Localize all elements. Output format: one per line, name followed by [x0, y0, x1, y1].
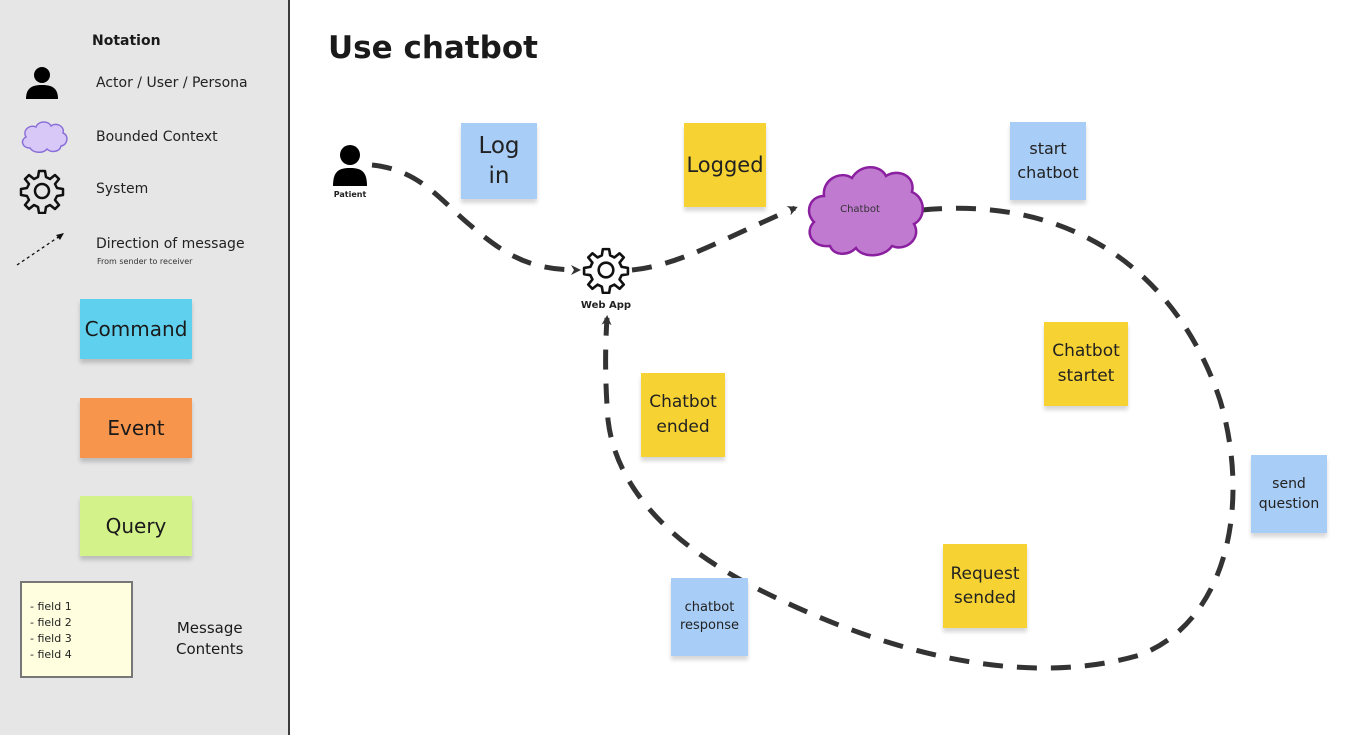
sticky-log-in-line1: Log: [478, 133, 520, 159]
sticky-send-question: send question: [1251, 455, 1327, 533]
bounded-context-icon: [21, 121, 68, 153]
legend-event-sticky: Event: [80, 398, 192, 458]
actor-icon: [26, 67, 58, 99]
sticky-send-question-line1: send: [1272, 476, 1306, 492]
arrow-webapp-to-chatbot: [631, 205, 798, 273]
web-app-gear-icon: [582, 247, 630, 294]
sticky-chatbot-startet-line2: startet: [1057, 366, 1115, 386]
message-field-2: - field 2: [30, 616, 72, 629]
message-field-1: - field 1: [30, 600, 72, 613]
message-contents-line1: Message: [176, 619, 243, 637]
direction-arrow-icon: [16, 233, 64, 266]
sticky-request-sended-line2: sended: [953, 588, 1017, 608]
legend-system-label: System: [96, 181, 149, 197]
sticky-start-chatbot-line1: start: [1029, 139, 1067, 158]
legend-direction-sub: From sender to receiver: [97, 257, 193, 266]
sticky-chatbot-ended-line1: Chatbot: [649, 392, 717, 412]
legend-message-contents-label: Message Contents: [176, 618, 243, 660]
sticky-log-in-line2: in: [488, 163, 510, 189]
sticky-request-sended: Request sended: [943, 544, 1027, 628]
legend-actor-label: Actor / User / Persona: [96, 75, 248, 91]
sticky-chatbot-response-line1: chatbot: [684, 600, 735, 615]
web-app-label: Web App: [580, 300, 632, 311]
notation-legend-panel: Notation Actor / User / Persona Bounded …: [0, 0, 290, 735]
legend-message-box: - field 1 - field 2 - field 3 - field 4: [20, 581, 133, 678]
arrow-chatbot-loop-to-webapp: [601, 205, 1236, 671]
message-contents-line2: Contents: [176, 640, 244, 658]
message-field-3: - field 3: [30, 632, 72, 645]
legend-title: Notation: [92, 33, 161, 49]
sticky-logged: Logged: [684, 123, 766, 207]
sticky-start-chatbot-line2: chatbot: [1017, 163, 1079, 182]
sticky-chatbot-ended: Chatbot ended: [641, 373, 725, 457]
sticky-log-in: Log in: [461, 123, 537, 199]
sticky-chatbot-ended-line2: ended: [656, 417, 710, 437]
chatbot-bounded-context-cloud: [807, 166, 924, 257]
sticky-chatbot-startet: Chatbot startet: [1044, 322, 1128, 406]
sticky-logged-line1: Logged: [686, 153, 764, 177]
sticky-chatbot-startet-line1: Chatbot: [1052, 341, 1120, 361]
legend-command-sticky: Command: [80, 299, 192, 359]
patient-actor-icon: [333, 145, 367, 186]
sticky-chatbot-response-line2: response: [679, 618, 740, 633]
legend-direction-label: Direction of message: [96, 236, 245, 252]
patient-label: Patient: [333, 190, 367, 199]
legend-bounded-context-label: Bounded Context: [96, 129, 218, 145]
sticky-request-sended-line1: Request: [950, 564, 1020, 584]
chatbot-cloud-label: Chatbot: [840, 204, 880, 215]
legend-query-sticky: Query: [80, 496, 192, 556]
message-field-4: - field 4: [30, 648, 72, 661]
system-gear-icon: [19, 169, 65, 214]
sticky-start-chatbot: start chatbot: [1010, 122, 1086, 200]
sticky-send-question-line2: question: [1258, 496, 1320, 512]
page-title: Use chatbot: [328, 30, 538, 66]
arrow-patient-to-webapp: [371, 162, 581, 275]
sticky-chatbot-response: chatbot response: [671, 578, 748, 656]
